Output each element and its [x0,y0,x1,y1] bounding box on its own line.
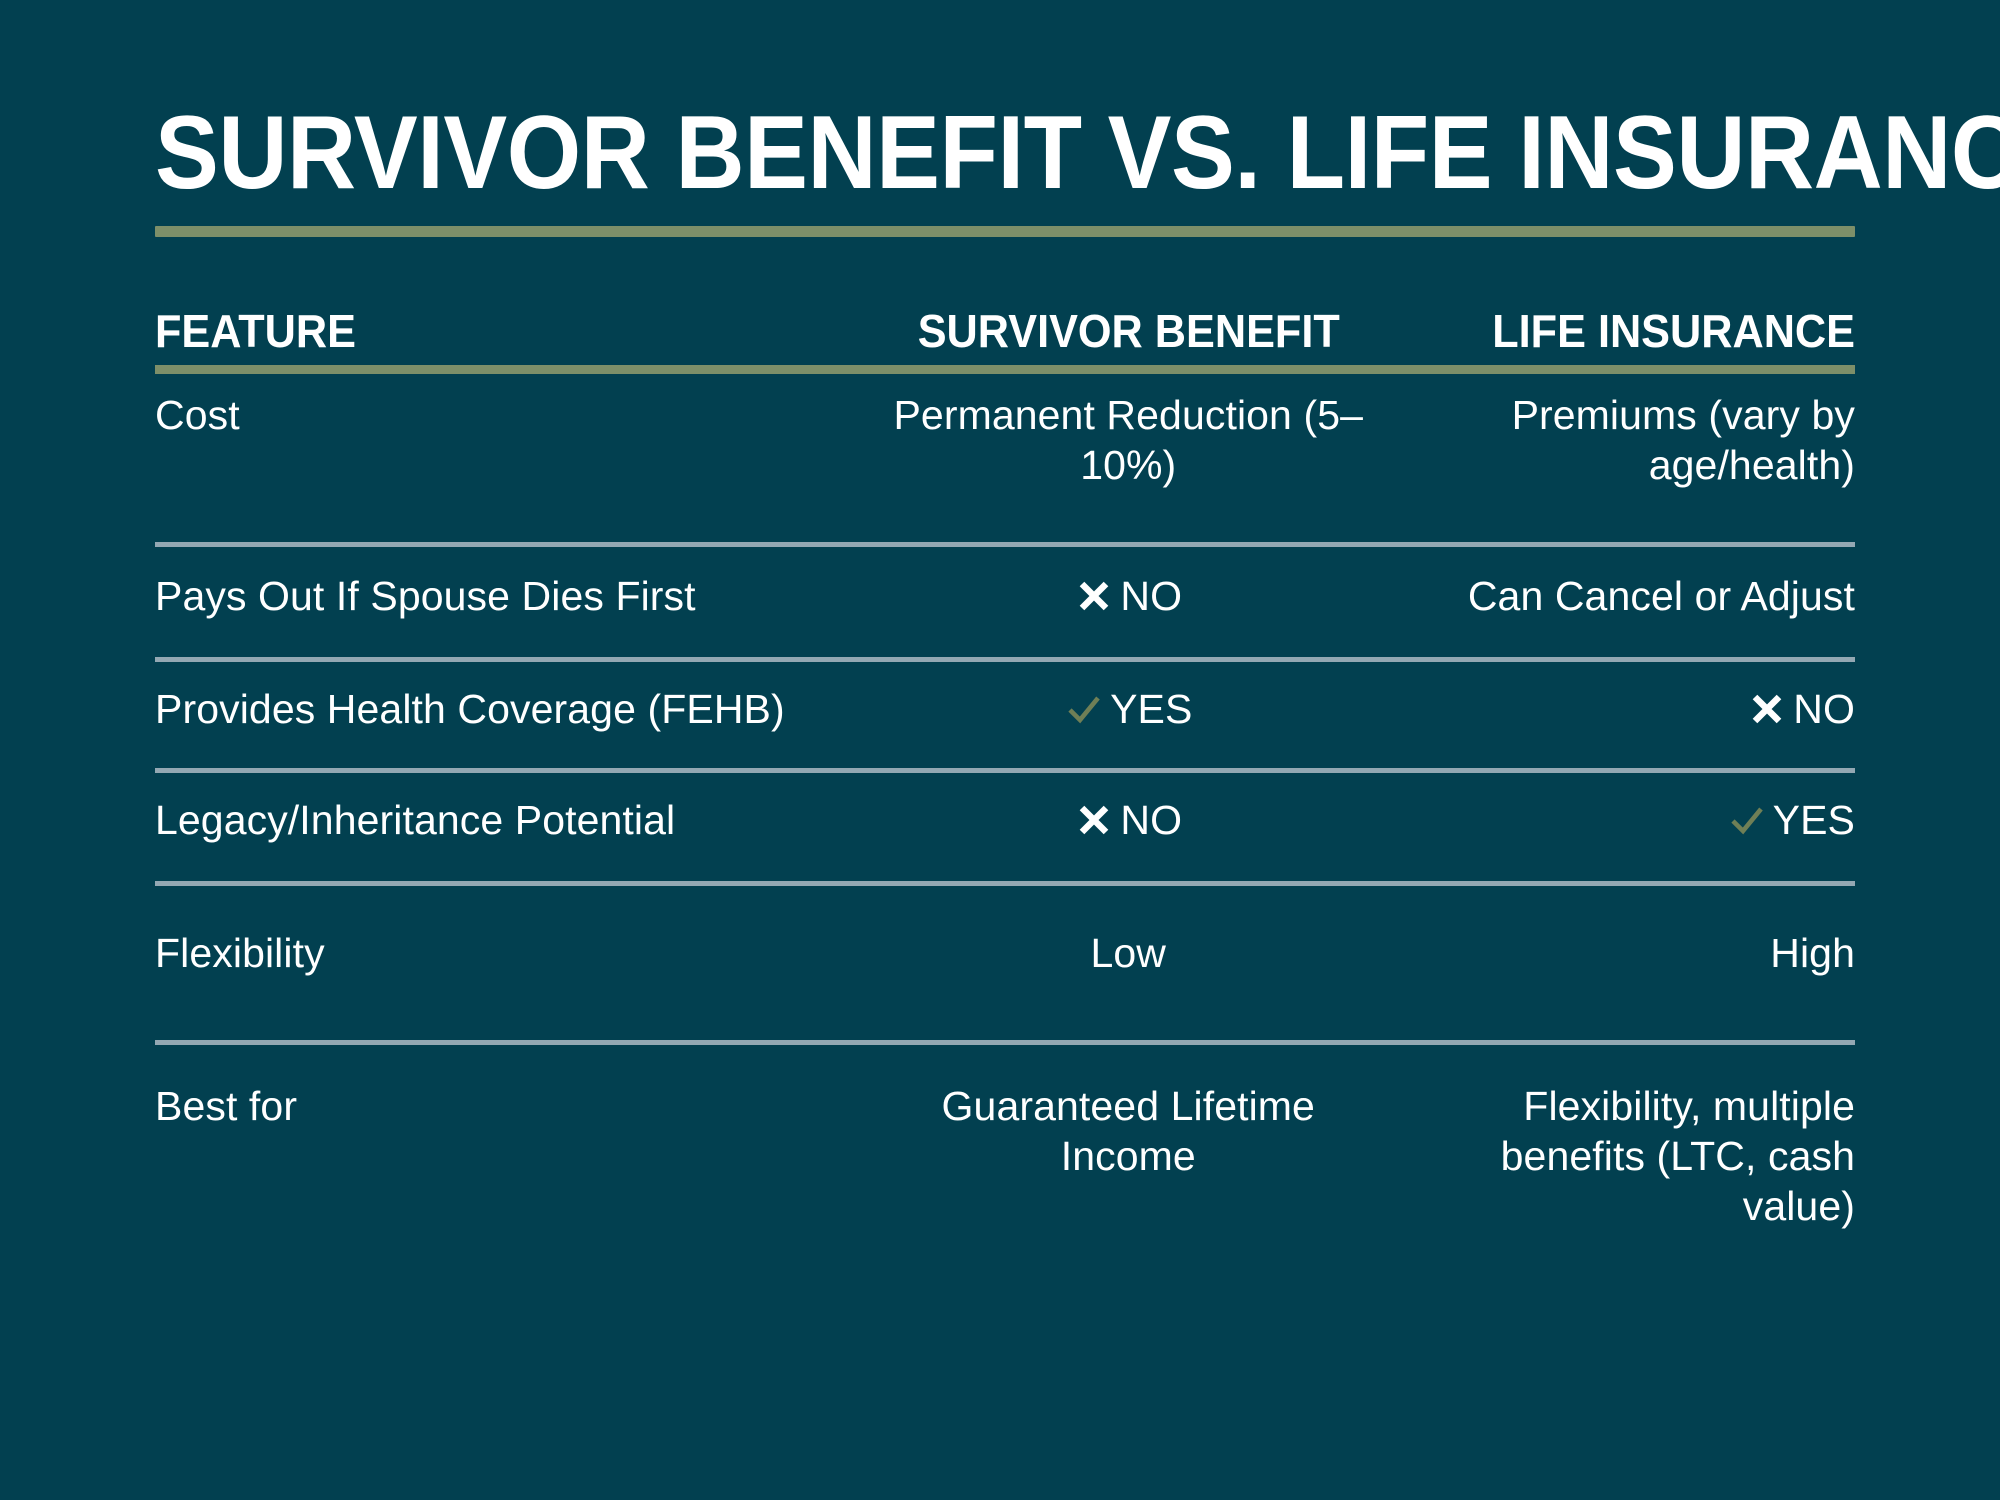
row-life-value: NO [1379,684,1855,740]
table-row: Cost Permanent Reduction (5–10%) Premium… [155,374,1855,542]
survivor-cell-text: Low [1090,930,1166,977]
check-icon [1727,800,1767,840]
life-cell-text: Can Cancel or Adjust [1467,573,1855,620]
row-divider [155,768,1855,774]
row-feature-label: Cost [155,392,240,439]
table-row: Pays Out If Spouse Dies First NO Can Can… [155,547,1855,657]
row-life-value: Flexibility, multiple benefits (LTC, cas… [1379,1081,1855,1231]
survivor-cell-text: NO [1120,573,1183,620]
cross-icon [1747,689,1787,729]
survivor-cell-text: Guaranteed Lifetime Income [941,1083,1315,1180]
row-survivor-value: YES [878,684,1380,740]
row-divider [155,881,1855,887]
table-header-row: FEATURE SURVIVOR BENEFIT LIFE INSURANCE [155,307,1855,363]
survivor-cell-text: NO [1120,797,1183,844]
row-survivor-value: Low [878,928,1380,978]
table-row: Best for Guaranteed Lifetime Income Flex… [155,1045,1855,1251]
row-survivor-value: NO [878,795,1380,851]
cross-icon [1074,800,1114,840]
row-survivor-value: Permanent Reduction (5–10%) [878,390,1380,490]
life-cell-text: Flexibility, multiple benefits (LTC, cas… [1500,1083,1855,1230]
row-feature-label: Best for [155,1083,298,1130]
column-header-survivor: SURVIVOR BENEFIT [917,305,1340,357]
table-row: Legacy/Inheritance Potential NO [155,773,1855,881]
cross-icon [1074,576,1114,616]
check-icon [1064,689,1104,729]
row-life-value: Premiums (vary by age/health) [1379,390,1855,490]
row-feature-label: Legacy/Inheritance Potential [155,797,676,844]
page-title: Survivor Benefit vs. Life Insurance [155,95,2000,211]
life-cell-text: High [1770,930,1855,977]
row-divider [155,1040,1855,1046]
title-divider [155,226,1855,238]
row-survivor-value: NO [878,571,1380,627]
table-row: Flexibility Low High [155,886,1855,1040]
row-feature-label: Flexibility [155,930,325,977]
row-divider [155,657,1855,663]
column-header-life: LIFE INSURANCE [1492,305,1855,357]
table-row: Provides Health Coverage (FEHB) YES [155,662,1855,768]
life-cell-text: Premiums (vary by age/health) [1511,392,1855,489]
row-life-value: YES [1379,795,1855,851]
row-feature-label: Provides Health Coverage (FEHB) [155,686,785,733]
survivor-cell-text: Permanent Reduction (5–10%) [893,392,1363,489]
row-life-value: Can Cancel or Adjust [1379,571,1855,621]
survivor-cell-text: YES [1110,686,1193,733]
row-feature-label: Pays Out If Spouse Dies First [155,573,696,620]
header-divider [155,365,1855,375]
column-header-feature: FEATURE [155,305,356,357]
life-cell-text: NO [1793,686,1855,733]
row-survivor-value: Guaranteed Lifetime Income [878,1081,1380,1181]
row-life-value: High [1379,928,1855,978]
row-divider [155,542,1855,548]
life-cell-text: YES [1772,797,1855,844]
title-block: Survivor Benefit vs. Life Insurance [155,95,2000,238]
comparison-table: FEATURE SURVIVOR BENEFIT LIFE INSURANCE … [155,307,1855,1251]
